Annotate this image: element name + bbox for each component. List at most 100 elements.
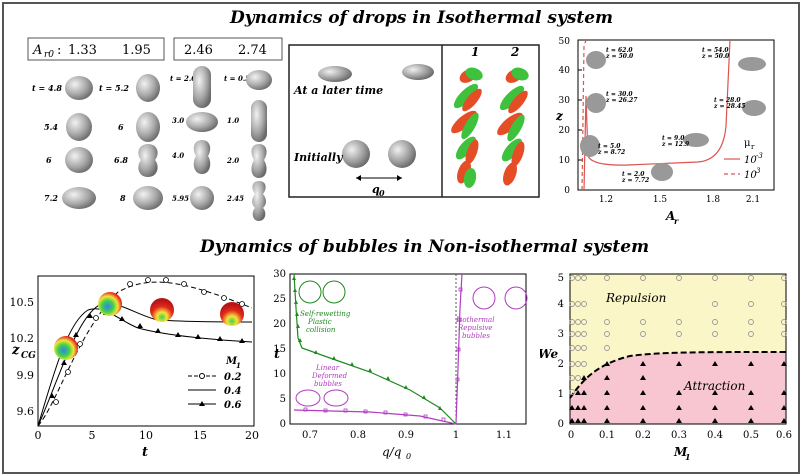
x-axis-label: M [673,445,688,459]
bubble-snapshot [150,298,174,322]
svg-text:15: 15 [273,344,286,355]
drop-shape [65,76,93,100]
bubble-outline [472,286,496,310]
svg-text:μ: μ [744,138,751,149]
svg-text:9.9: 9.9 [17,369,35,382]
svg-text:z = 28.45: z = 28.45 [713,103,745,110]
label-self-rewetting: Self-rewetting [300,310,351,318]
drop-later-right [402,64,434,80]
svg-text:10.5: 10.5 [10,296,35,309]
repulsion-label: Repulsion [605,291,666,305]
z-vs-ar-chart: 0 10 20 30 40 50 1.2 1.5 1.8 2.1 z A r t… [555,37,775,226]
svg-text:1.2: 1.2 [599,195,613,205]
svg-text:0: 0 [558,419,564,430]
svg-text:t = 54.0: t = 54.0 [702,47,729,54]
svg-text:t = 2.0: t = 2.0 [622,171,645,178]
label-iso-1: Isothermal [455,316,494,324]
svg-text:50: 50 [559,37,571,47]
svg-text:10: 10 [744,170,757,181]
svg-text:1.8: 1.8 [706,195,721,205]
bubble-outline [322,280,346,304]
svg-text:5: 5 [89,429,96,442]
bubble-snapshot [54,336,78,360]
svg-text:0.9: 0.9 [398,430,414,441]
svg-text:t = 5.0: t = 5.0 [598,143,621,150]
top-title: Dynamics of drops in Isothermal system [230,8,614,28]
svg-text:0.1: 0.1 [599,430,615,441]
svg-text:10: 10 [273,369,286,380]
svg-text:10: 10 [744,155,757,166]
boundary-line [569,351,787,399]
svg-text:5: 5 [280,394,286,405]
ar-colon: : [57,43,61,58]
legend: M 1 0.2 0.4 0.6 [188,356,241,411]
svg-text:20: 20 [273,319,286,330]
svg-text:0.3: 0.3 [671,430,687,441]
drop-shape [251,144,267,178]
svg-text:z = 7.72: z = 7.72 [621,177,649,184]
svg-text:10.2: 10.2 [10,332,35,345]
svg-text:z = 12.9: z = 12.9 [661,141,690,148]
col1-time-1: t = 4.8 [32,83,62,93]
svg-text:0.6: 0.6 [224,400,241,411]
helix-label-1: 1 [471,45,479,59]
col3-time-2: 3.0 [172,116,184,125]
svg-text:0.7: 0.7 [302,430,318,441]
label-linear-1: Linear [315,364,340,372]
svg-text:1.5: 1.5 [653,195,668,205]
svg-text:M: M [225,356,238,367]
col1-time-4: 7.2 [44,193,58,203]
svg-text:15: 15 [193,429,207,442]
col2-time-1: t = 5.2 [99,83,129,93]
svg-text:r: r [751,143,755,151]
x-axis-label-sub: r [674,216,679,226]
bubble-snapshot [98,292,122,316]
attraction-label: Attraction [683,379,745,393]
label-linear-2: Deformed [311,372,348,380]
y-axis-label-sub: CG [21,351,36,361]
drop-shape [193,66,211,108]
svg-text:0.2: 0.2 [224,372,241,383]
ar-sub: r0 [44,50,54,60]
drop-shape [62,187,96,209]
y-ticks: 0 10 20 30 40 50 [559,37,582,196]
label-iso-2: Repulsive [457,324,493,332]
plot-area [289,273,527,425]
series-solid [583,39,731,191]
svg-text:5: 5 [558,273,564,284]
svg-text:0.5: 0.5 [743,430,759,441]
svg-text:0.2: 0.2 [635,430,651,441]
helix-drop-2 [497,67,529,186]
col2-time-2: 6 [118,122,124,132]
drop-initial-right [388,140,416,168]
svg-text:0: 0 [568,430,574,441]
bubble-outline [504,286,528,310]
drop-later-left [318,66,352,82]
legend: μ r 10 -3 10 3 [724,138,763,181]
drop-shape [65,147,93,173]
label-self-collision: collision [306,326,336,334]
svg-text:30: 30 [559,96,571,106]
svg-text:1: 1 [453,430,459,441]
attraction-markers [569,361,787,423]
drop-shape [133,186,163,210]
svg-text:9.6: 9.6 [17,405,35,418]
svg-text:0.8: 0.8 [350,430,366,441]
x-axis-label: t [142,445,148,460]
annotations: t = 62.0z = 50.0 t = 54.0z = 50.0 t = 30… [597,47,745,184]
drop-shapes-panel: A r0 : 1.33 1.95 2.46 2.74 t = 4.8 5.4 6… [27,37,283,221]
col4-time-3: 2.0 [226,156,239,165]
helix-label-2: 2 [510,45,519,59]
svg-text:t = 30.0: t = 30.0 [606,91,633,98]
attraction-region [570,352,786,424]
drop-initial-left [342,140,370,168]
bottom-title: Dynamics of bubbles in Non-isothermal sy… [200,237,650,257]
svg-text:30: 30 [273,269,286,280]
col4-time-4: 2.45 [226,194,244,203]
svg-text:2: 2 [558,359,564,370]
svg-text:z = 50.0: z = 50.0 [605,53,634,60]
bubble-outline [298,280,322,304]
col1-time-3: 6 [46,155,52,165]
x-ticks: 0 0.1 0.2 0.3 0.4 0.5 0.6 [568,430,792,441]
y-axis-label: t [274,347,280,362]
